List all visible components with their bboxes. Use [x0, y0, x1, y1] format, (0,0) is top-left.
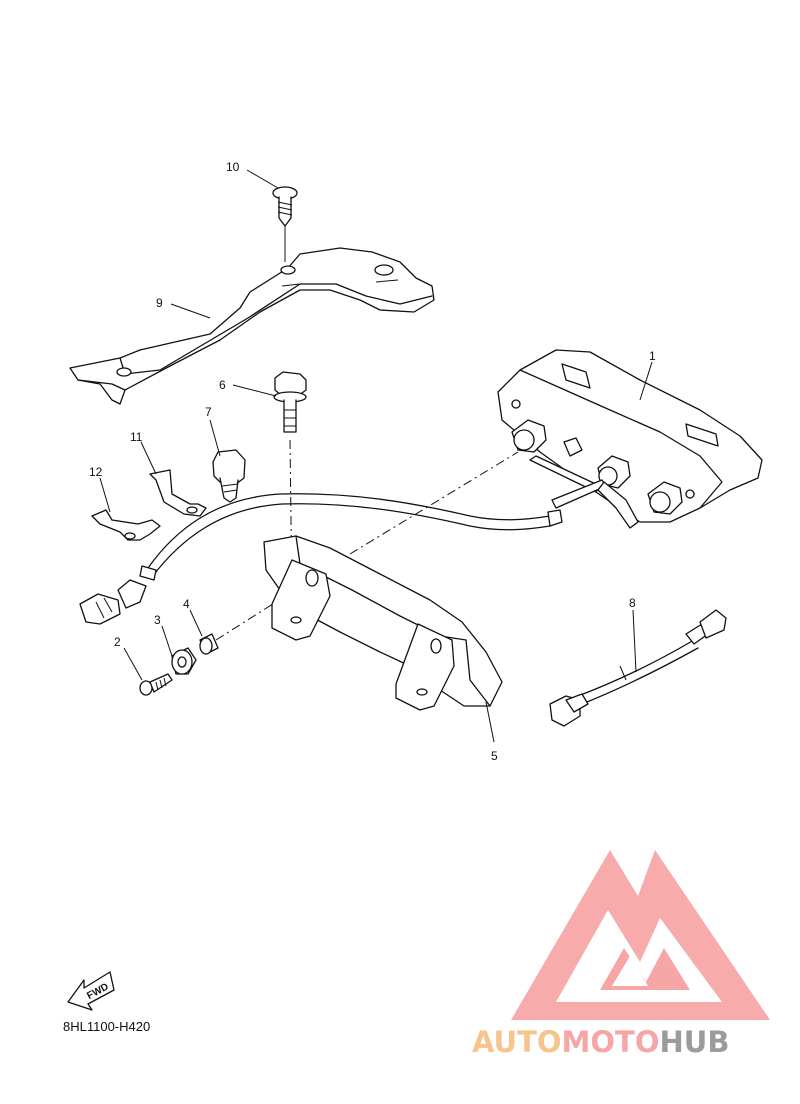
part-10-screw: [272, 186, 298, 262]
callout-5: 5: [491, 749, 498, 763]
fwd-arrow: FWD: [67, 971, 115, 1011]
callout-4: 4: [183, 597, 190, 611]
part-9-bracket: [69, 247, 435, 405]
part-4-collar: [199, 601, 277, 655]
diagram-code: 8HL1100-H420: [63, 1019, 150, 1034]
watermark-logo: AUTOMOTOHUB: [472, 850, 770, 1059]
callout-12: 12: [89, 465, 103, 479]
callout-labels: 10 9 6 7 11 12 1 8 2 3 4 5: [89, 160, 656, 763]
watermark-text: AUTOMOTOHUB: [472, 1025, 729, 1059]
part-3-grommet: [171, 647, 197, 675]
part-5-base: [263, 535, 503, 711]
callout-7: 7: [205, 405, 212, 419]
part-7-clip: [212, 449, 246, 503]
leader-lines: [99, 169, 653, 743]
part-12-bracket: [91, 509, 161, 541]
part-11-bracket: [149, 469, 207, 517]
callout-1: 1: [649, 349, 656, 363]
part-1-tail-light: [349, 349, 763, 555]
part-8-sub-harness: [549, 609, 727, 727]
callout-2: 2: [114, 635, 121, 649]
part-2-screw: [139, 673, 173, 696]
callout-3: 3: [154, 613, 161, 627]
part-6-bolt: [273, 371, 307, 601]
callout-6: 6: [219, 378, 226, 392]
callout-9: 9: [156, 296, 163, 310]
wire-harness: [79, 493, 563, 625]
callout-8: 8: [629, 596, 636, 610]
callout-11: 11: [130, 430, 143, 444]
callout-10: 10: [226, 160, 240, 174]
